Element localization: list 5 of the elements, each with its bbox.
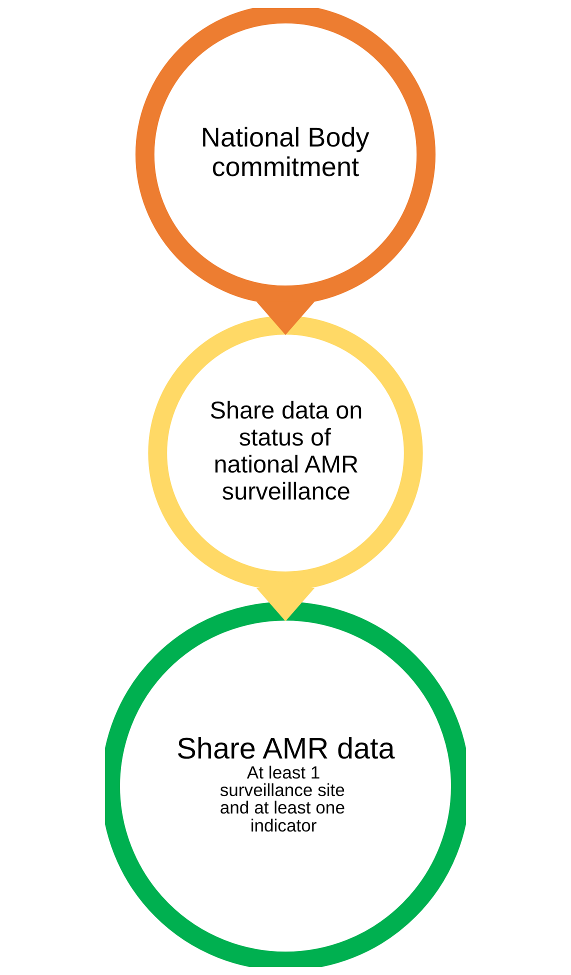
arrow (256, 302, 315, 335)
arrow (256, 588, 315, 622)
node-circle: Share AMR data At least 1 surveillance site and at least one indicator (105, 602, 466, 967)
node-circle: Share data on status of national AMR surveillance (148, 316, 423, 590)
node-circle: National Body commitment (135, 8, 436, 304)
